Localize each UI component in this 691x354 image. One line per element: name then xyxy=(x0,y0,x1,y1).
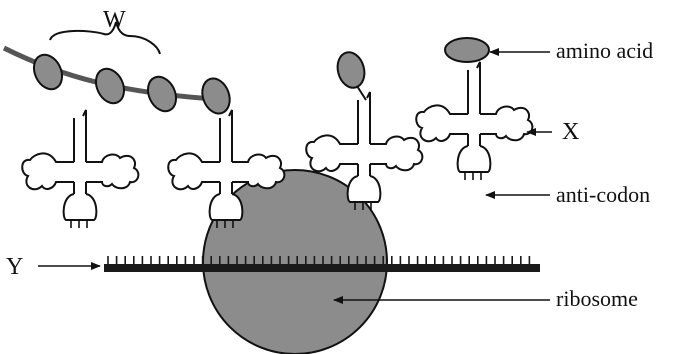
w-bracket xyxy=(49,21,161,55)
amino-acid-3 xyxy=(146,75,178,113)
amino-acid-5 xyxy=(336,51,366,89)
label-x: X xyxy=(562,119,579,145)
trna-1 xyxy=(21,109,140,229)
amino-acid-6 xyxy=(444,37,490,63)
label-amino-acid: amino acid xyxy=(556,38,653,63)
label-w: W xyxy=(103,7,126,33)
amino-acid-4 xyxy=(201,77,231,115)
mrna-strand xyxy=(104,256,540,272)
label-ribosome: ribosome xyxy=(556,286,638,311)
label-y: Y xyxy=(6,254,23,280)
amino-acid-2 xyxy=(94,67,126,105)
amino-acid-1 xyxy=(32,53,64,91)
label-anti-codon: anti-codon xyxy=(556,182,650,207)
trna-4 xyxy=(415,61,534,181)
